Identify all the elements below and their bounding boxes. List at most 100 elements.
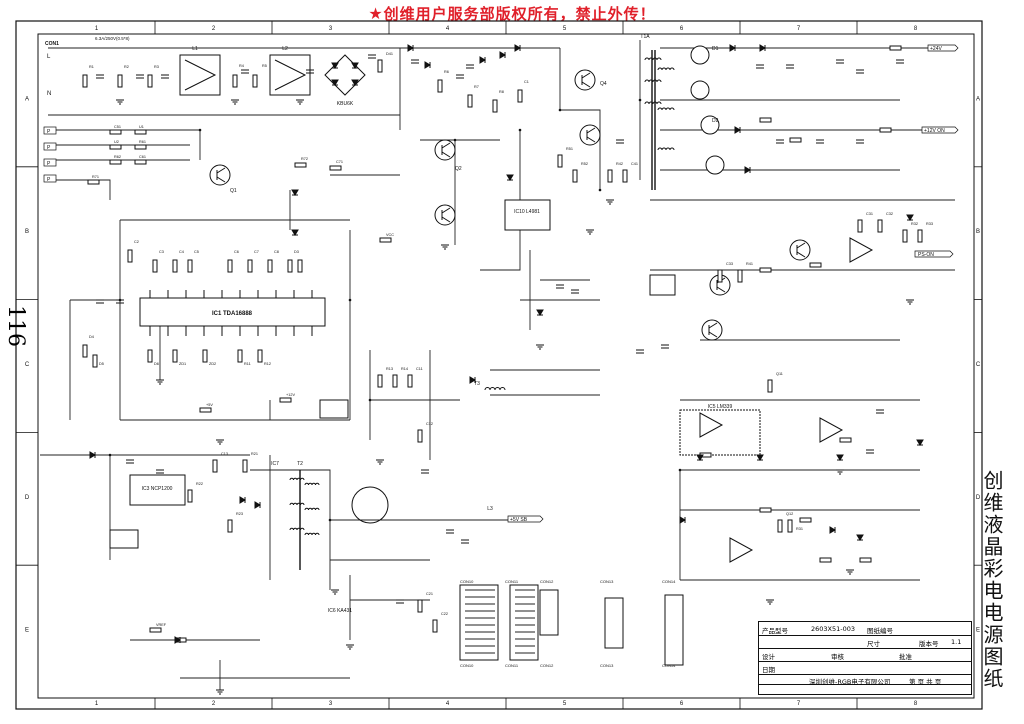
transistor-collector [216,167,226,174]
parts [82,44,924,695]
inductor [289,502,305,506]
port-p-label: P [47,145,51,151]
resistor [572,169,578,183]
component-ref: C12 [426,422,433,426]
header-label: CON11 [505,579,519,584]
resistor [147,74,153,88]
resistor [759,507,772,513]
drawing-label: 图纸编号 [867,627,893,635]
transistor-emitter [581,81,591,88]
label-q2: Q2 [455,166,462,172]
grid-col-6: 6 [680,26,684,32]
resistor [187,489,193,503]
diode [756,454,764,461]
label-d1: D1 [712,46,719,52]
port-p-label: P [47,161,51,167]
resistor [877,219,883,233]
header-con14 [664,594,684,666]
inductor [289,527,305,531]
resistor [127,249,133,263]
design-label: 设计 [762,653,775,661]
rectifier-mosfet [690,80,710,100]
diode [351,79,359,86]
diode [836,454,844,461]
resistor [859,557,872,563]
component-ref: R11 [244,362,251,366]
resistor [557,154,563,168]
diode [174,636,181,644]
star-icon: ★ [368,4,384,23]
copyright-banner: ★创维用户服务部版权所有，禁止外传！ [0,3,1024,24]
component-ref: R31 [796,527,803,531]
grid-col-3: 3 [329,26,333,32]
resistor [92,354,98,368]
comparator [819,417,844,443]
component-ref: R22 [196,482,203,486]
resistor [109,129,122,135]
resistor [622,169,628,183]
resistor [87,179,100,185]
diode [89,451,96,459]
wire [250,469,331,590]
component-ref: R7 [474,85,479,89]
transistor-collector [796,242,806,249]
inductor [304,482,320,486]
component-ref: +5V [206,403,213,407]
component-ref: +12V [286,393,295,397]
diode [906,214,914,221]
diode [499,51,506,59]
component-ref: C4 [179,250,184,254]
port-p-label: P [47,129,51,135]
transistor-collector [441,207,451,214]
common-mode-choke [179,54,221,96]
transistor [574,69,596,91]
component-ref: C11 [416,367,423,371]
resistor [759,117,772,123]
header-label: CON12 [540,579,554,584]
diode [734,126,741,134]
resistor [377,374,383,388]
header-label: CON14 [662,579,676,584]
resistor [227,259,233,273]
comparator [699,412,724,438]
resistor [147,349,153,363]
grid-col-5: 5 [563,701,567,707]
junction-dot [108,453,112,457]
label-mains-l: L [47,54,51,60]
resistor [379,237,392,243]
component-ref: C5 [194,250,199,254]
component-ref: C41 [631,162,638,166]
inductor [304,507,320,511]
transistor [434,204,456,226]
grid-row-C: C [976,362,981,368]
component-ref: R71 [92,175,99,179]
junction-dot [348,298,352,302]
label-ic1: IC1 TDA16888 [212,311,253,317]
grid-col-4: 4 [446,701,450,707]
component-ref: R41 [746,262,753,266]
port-12v-box [921,126,959,134]
resistor [437,79,443,93]
header-label: CON12 [540,663,554,668]
grid-col-8: 8 [914,701,918,707]
comparator-box [679,409,761,456]
ic-tda16888 [139,297,326,327]
grid-row-C: C [25,362,30,368]
resistor [737,269,743,283]
comparator [729,537,754,563]
grid-row-E: E [976,628,980,634]
transistor-collector [708,322,718,329]
resistor [82,344,88,358]
resistor [237,349,243,363]
inductor [644,57,662,61]
grid-row-A: A [976,96,980,102]
component-ref: D3 [294,250,299,254]
port-p-box [43,142,57,151]
header-label: CON11 [505,663,519,668]
transistor-emitter [441,216,451,223]
port-p-box [43,174,57,183]
component-ref: C71 [336,160,343,164]
diode [916,439,924,446]
